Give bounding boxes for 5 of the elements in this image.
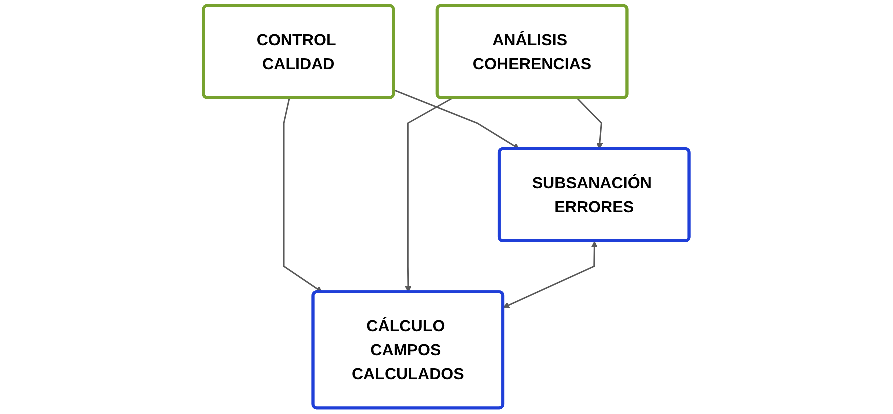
arrow <box>503 241 598 308</box>
arrow <box>394 90 520 150</box>
arrow <box>405 98 454 293</box>
arrow <box>283 98 323 293</box>
arrow <box>576 98 604 150</box>
